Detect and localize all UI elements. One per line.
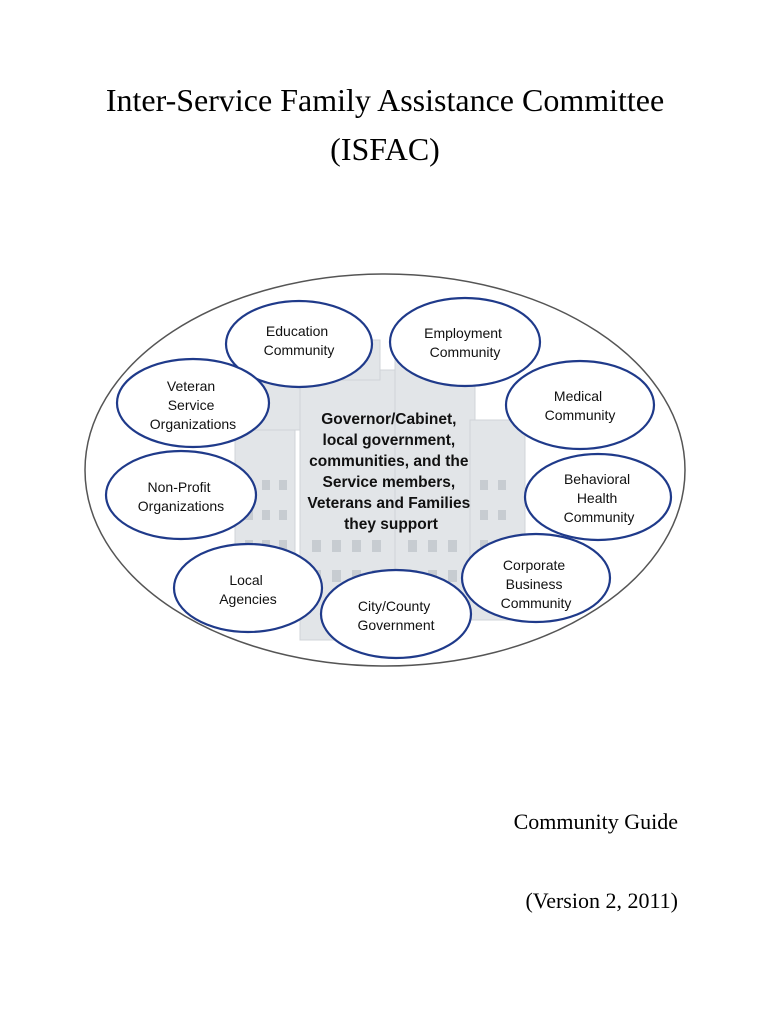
center-line: Veterans and Families <box>307 495 470 512</box>
node-local: Local Agencies <box>172 542 324 634</box>
node-employment: Employment Community <box>388 296 542 388</box>
node-education: Education Community <box>224 299 374 389</box>
document-acronym: (ISFAC) <box>330 131 440 167</box>
svg-text:Veteran Service Or: Veteran Service Organizations <box>150 378 236 432</box>
node-corporate: Corporate Business Community <box>460 532 612 624</box>
svg-text:Local Agencies: Local Agencies <box>219 572 277 607</box>
outer-ellipse <box>84 273 686 667</box>
svg-text:Non-Profit Organizations: Non-Profit Organizations <box>138 479 224 514</box>
svg-text:Education Community: Education Community <box>264 323 335 358</box>
node-behavioral: Behavioral Health Community <box>523 452 673 542</box>
node-veteran: Veteran Service Organizations <box>115 357 271 449</box>
community-guide-label: Community Guide <box>513 809 678 834</box>
version-label: (Version 2, 2011) <box>525 888 678 913</box>
center-line: Service members, <box>322 474 455 491</box>
node-nonprofit: Non-Profit Organizations <box>104 449 258 541</box>
center-line: communities, and the <box>309 453 469 470</box>
center-label: Governor/Cabinet, local government, comm… <box>307 411 474 533</box>
node-medical: Medical Community <box>504 359 656 451</box>
node-city: City/County Government <box>319 568 473 660</box>
svg-text:Employment Community: Employment Community <box>424 325 506 360</box>
svg-text:Corporate Business: Corporate Business Community <box>501 557 572 611</box>
center-line: they support <box>344 516 438 533</box>
center-line: Governor/Cabinet, <box>321 411 456 428</box>
svg-text:Medical Community: Medical Community <box>545 388 616 423</box>
center-line: local government, <box>323 432 456 449</box>
document-title: Inter-Service Family Assistance Committe… <box>105 82 665 118</box>
svg-text:City/County Government: City/County Government <box>357 598 434 633</box>
svg-text:Behavioral Health: Behavioral Health Community <box>564 471 635 525</box>
